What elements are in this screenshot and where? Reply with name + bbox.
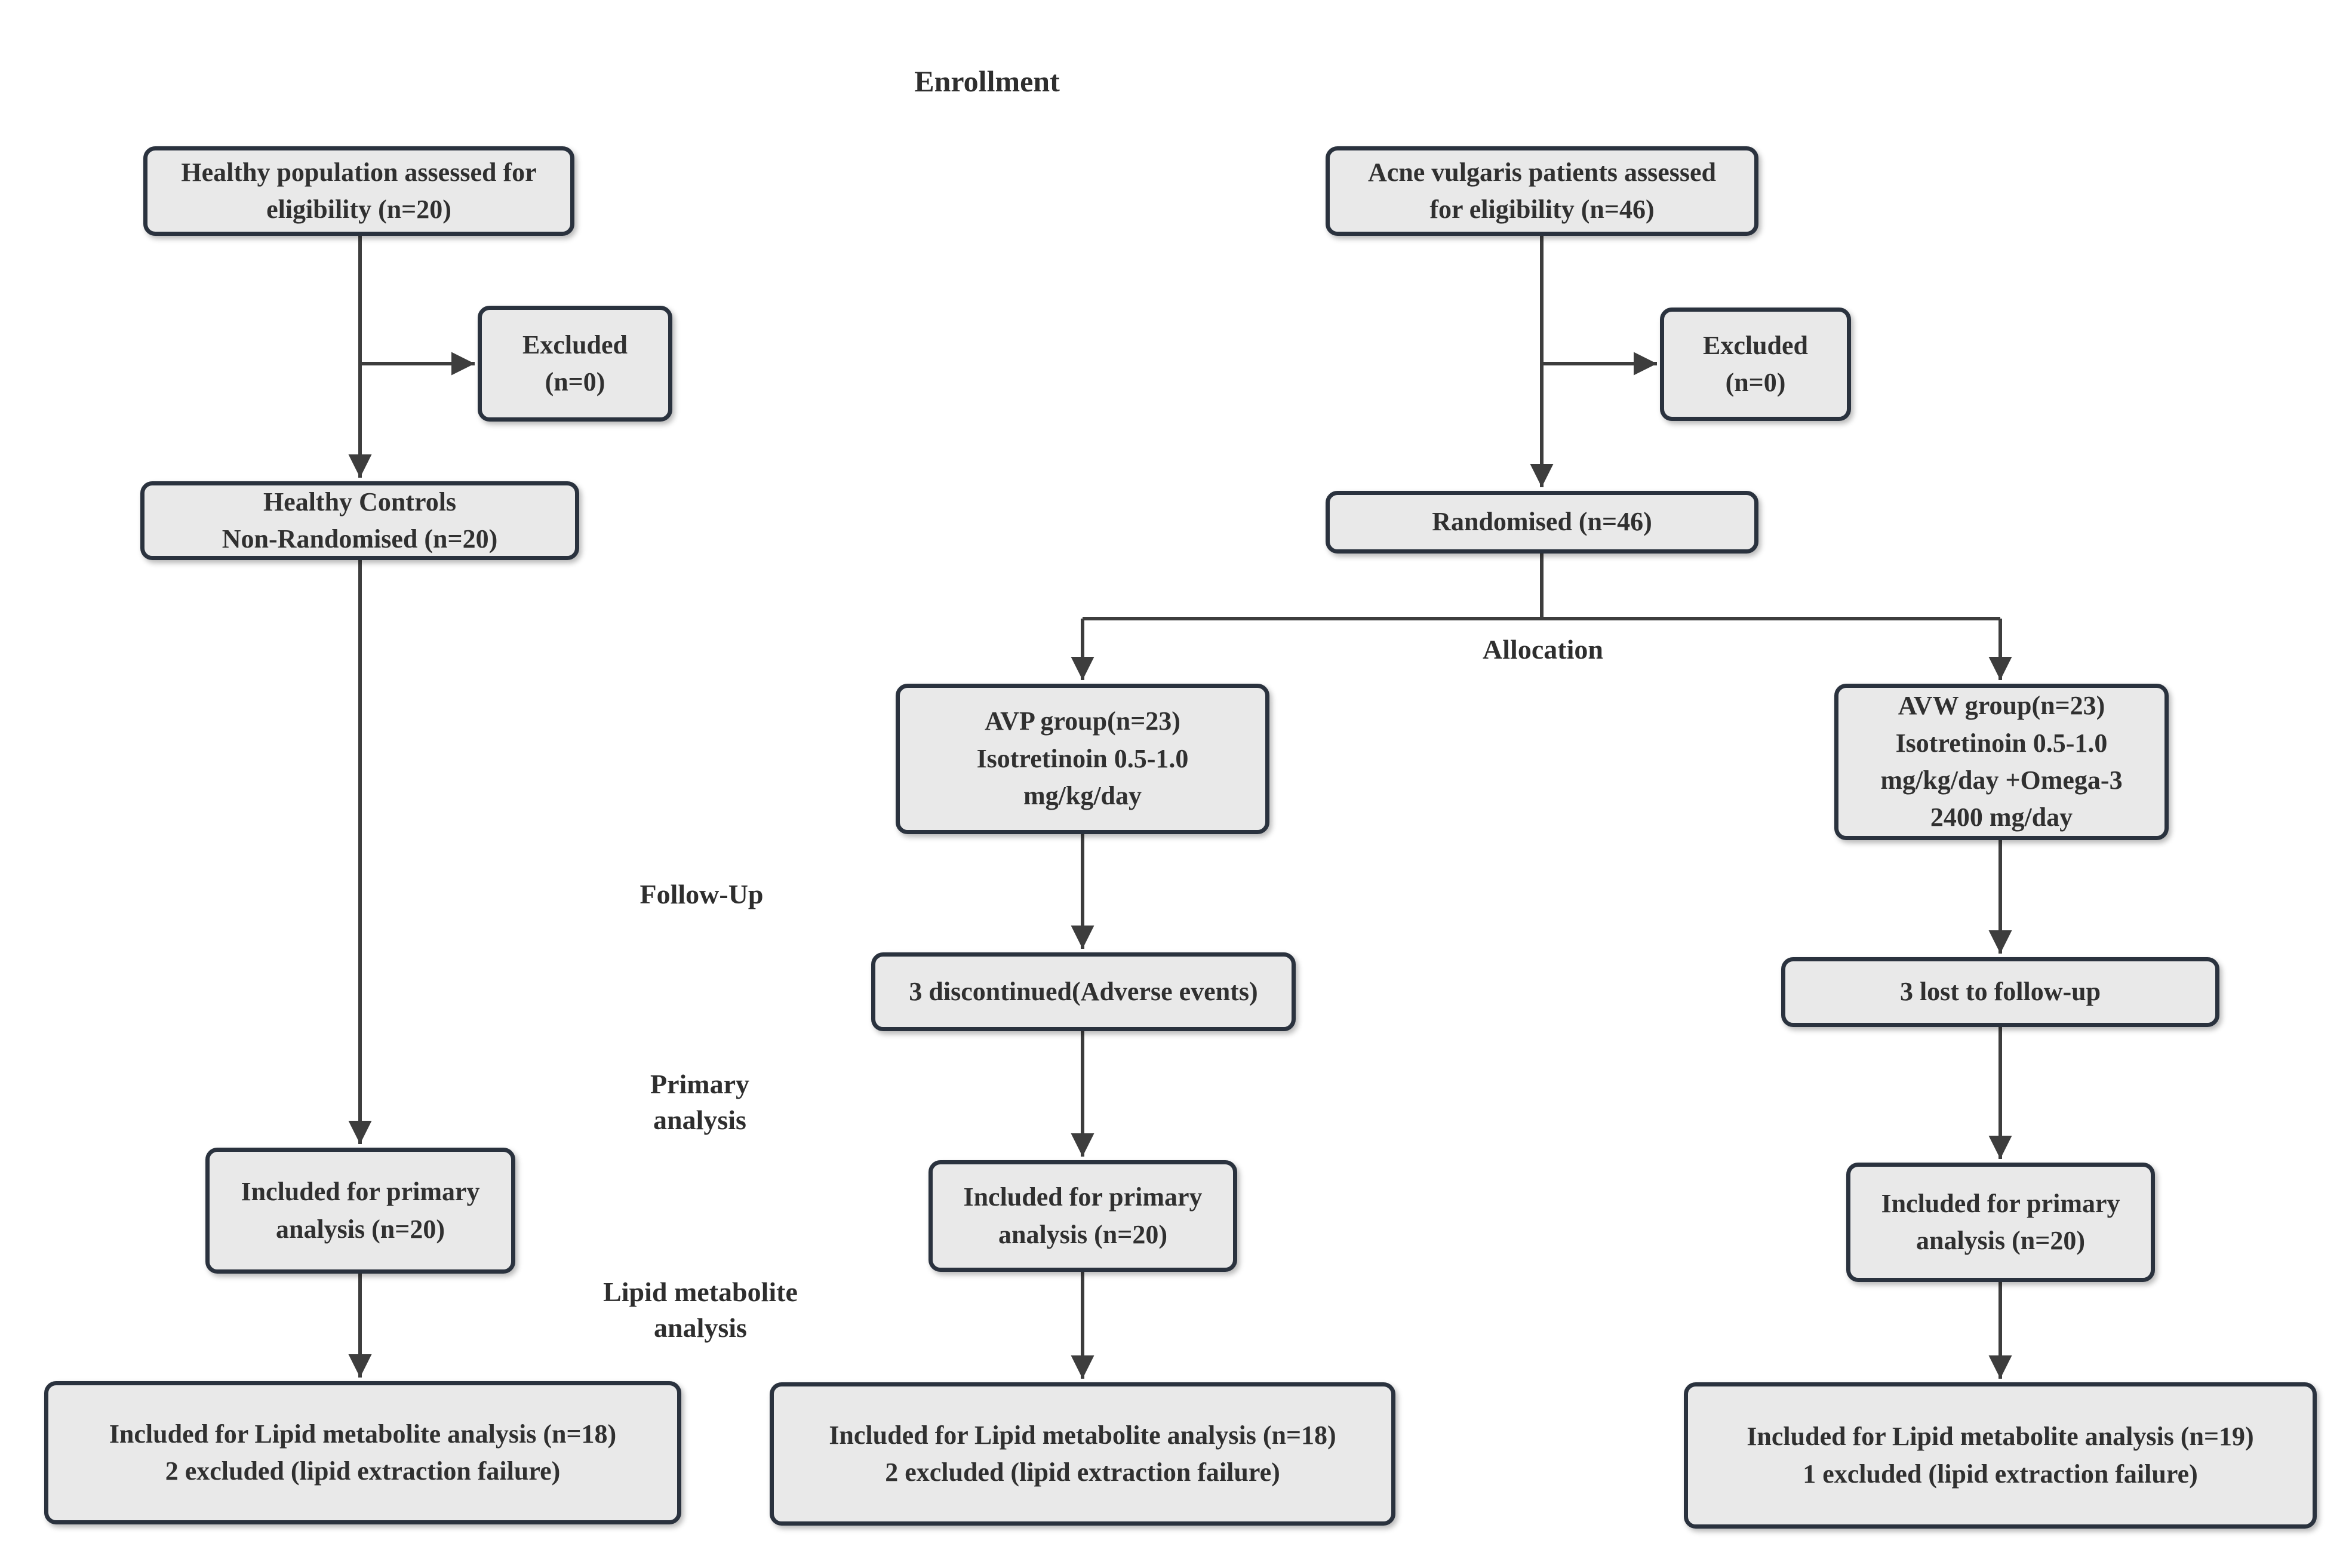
flow-box-line: Healthy Controls [263,487,457,516]
flow-box-line: Isotretinoin 0.5-1.0 [1895,728,2108,758]
stage-label-line: analysis [654,1312,747,1343]
flow-box-included-primary-avp: Included for primary analysis (n=20) [928,1160,1237,1272]
flow-box-line: (n=0) [1725,368,1786,397]
flow-box-line: 1 excluded (lipid extraction failure) [1803,1459,2198,1489]
flow-box-line: Included for Lipid metabolite analysis (… [109,1419,617,1449]
flow-box-line: Included for Lipid metabolite analysis (… [829,1420,1336,1450]
flow-box-line: Included for Lipid metabolite analysis (… [1747,1422,2254,1452]
stage-label-primary-analysis: Primary analysis [650,1066,749,1138]
flow-box-line: analysis (n=20) [275,1214,445,1244]
flow-box-line: mg/kg/day [1023,781,1142,811]
flow-box-line: mg/kg/day +Omega-3 [1880,765,2123,795]
flow-box-lipid-avw: Included for Lipid metabolite analysis (… [1684,1382,2317,1529]
flow-box-line: Excluded [522,330,628,359]
flow-box-line: Healthy population assessed for [181,157,537,187]
flow-box-avp-group: AVP group(n=23) Isotretinoin 0.5-1.0 mg/… [896,684,1269,834]
flow-box-line: Randomised (n=46) [1432,507,1652,537]
flow-box-line: 2 excluded (lipid extraction failure) [165,1456,561,1486]
flow-box-excluded-acne: Excluded (n=0) [1660,308,1851,421]
flow-box-line: 3 discontinued(Adverse events) [909,976,1258,1006]
flow-box-line: for eligibility (n=46) [1429,195,1655,224]
stage-label-allocation: Allocation [1483,634,1603,665]
flow-box-line: Excluded [1702,330,1809,360]
flow-box-healthy-assessed: Healthy population assessed for eligibil… [143,146,574,236]
flow-box-line: Isotretinoin 0.5-1.0 [976,743,1189,773]
flow-box-line: 3 lost to follow-up [1899,977,2101,1007]
flow-box-healthy-controls: Healthy Controls Non-Randomised (n=20) [140,481,579,560]
flow-box-lipid-healthy: Included for Lipid metabolite analysis (… [44,1381,681,1524]
flow-box-line: analysis (n=20) [1916,1226,2085,1255]
flow-box-line: (n=0) [545,367,605,396]
stage-label-lipid-analysis: Lipid metabolite analysis [603,1274,798,1346]
flow-box-line: Included for primary [1881,1188,2120,1218]
flow-box-acne-assessed: Acne vulgaris patients assessed for elig… [1326,146,1758,236]
flow-box-line: 2400 mg/day [1930,803,2073,832]
flow-box-randomised: Randomised (n=46) [1326,491,1758,554]
stage-label-line: Primary [650,1069,750,1099]
flow-box-line: analysis (n=20) [998,1219,1167,1249]
flow-box-line: AVP group(n=23) [985,706,1180,736]
stage-label-follow-up: Follow-Up [639,879,764,909]
flow-box-line: AVW group(n=23) [1898,691,2105,721]
flow-box-line: Included for primary [241,1177,480,1207]
flow-box-lost-avw: 3 lost to follow-up [1781,957,2219,1027]
flow-box-line: 2 excluded (lipid extraction failure) [885,1458,1280,1487]
flow-box-included-primary-avw: Included for primary analysis (n=20) [1846,1163,2155,1282]
flow-box-excluded-healthy: Excluded (n=0) [478,306,672,422]
stage-label-enrollment: Enrollment [914,64,1060,98]
flow-box-discontinued-avp: 3 discontinued(Adverse events) [871,952,1296,1031]
flow-box-line: Included for primary [963,1182,1203,1212]
flow-box-lipid-avp: Included for Lipid metabolite analysis (… [770,1382,1395,1526]
stage-label-line: analysis [653,1104,746,1135]
flow-box-avw-group: AVW group(n=23) Isotretinoin 0.5-1.0 mg/… [1834,684,2169,840]
flow-box-line: Acne vulgaris patients assessed [1367,157,1717,187]
flow-box-included-primary-healthy: Included for primary analysis (n=20) [205,1148,515,1274]
stage-label-line: Lipid metabolite [603,1277,798,1307]
flow-box-line: eligibility (n=20) [266,195,451,224]
flow-box-line: Non-Randomised (n=20) [222,524,498,554]
